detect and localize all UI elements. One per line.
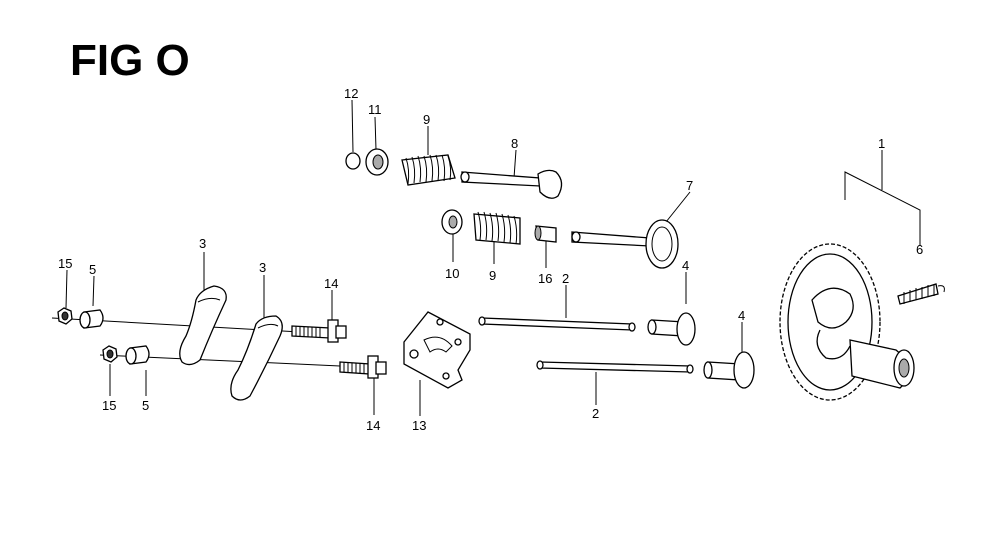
callout-14-top: 14 [324,276,338,291]
callout-15-top: 15 [58,256,72,271]
part-10-spring-retainer [441,209,463,235]
callout-2-top: 2 [562,271,569,286]
part-2-push-rod-top [478,316,636,332]
callout-10: 10 [445,266,459,281]
part-9-valve-spring-bottom [473,211,521,245]
callout-8: 8 [511,136,518,151]
callout-3-right: 3 [259,260,266,275]
callout-13: 13 [412,418,426,433]
callout-labels: 1 2 2 3 3 4 4 5 5 6 6 7 8 9 9 10 11 12 1… [58,86,923,433]
leader-lines [51,99,921,416]
part-5-pivot-bottom [125,345,150,365]
part-14-pivot-bolt-top [291,319,347,343]
part-6-decompressor-spring [897,283,945,305]
part-15-lock-nut-top [57,307,73,325]
part-9-valve-spring-top [401,154,456,186]
part-4-valve-lifter-bottom [703,351,755,389]
part-3-rocker-arm-left [179,285,227,366]
callout-4-top: 4 [682,258,689,273]
part-2-push-rod-bottom [536,360,694,374]
callout-7: 7 [686,178,693,193]
part-7-intake-valve [571,219,679,269]
part-4-valve-lifter-top [647,312,696,346]
callout-5-top: 5 [89,262,96,277]
part-12-valve-cotter [345,152,361,170]
callout-9-top: 9 [423,112,430,127]
callout-12: 12 [344,86,358,101]
callout-16: 16 [538,271,552,286]
part-1-camshaft-gear [779,243,915,401]
part-14-pivot-bolt-bottom [339,355,387,379]
callout-3-left: 3 [199,236,206,251]
callout-11: 11 [368,102,382,117]
callout-9-bottom: 9 [489,268,496,283]
callout-2-bottom: 2 [592,406,599,421]
part-5-pivot-top [79,309,104,329]
callout-4-bottom: 4 [738,308,745,323]
callout-6-right: 6 [916,242,923,257]
callout-5-bottom: 5 [142,398,149,413]
part-16-valve-stem-seal [534,225,557,243]
figure-title: FIG O [70,36,190,85]
callout-1: 1 [878,136,885,151]
part-11-spring-retainer [365,148,389,176]
callout-15-bottom: 15 [102,398,116,413]
part-13-push-rod-guide-plate [403,311,471,389]
part-15-lock-nut-bottom [102,345,118,363]
part-3-rocker-arm-right [230,315,283,401]
part-8-exhaust-valve [460,169,563,199]
callout-14-bottom: 14 [366,418,380,433]
